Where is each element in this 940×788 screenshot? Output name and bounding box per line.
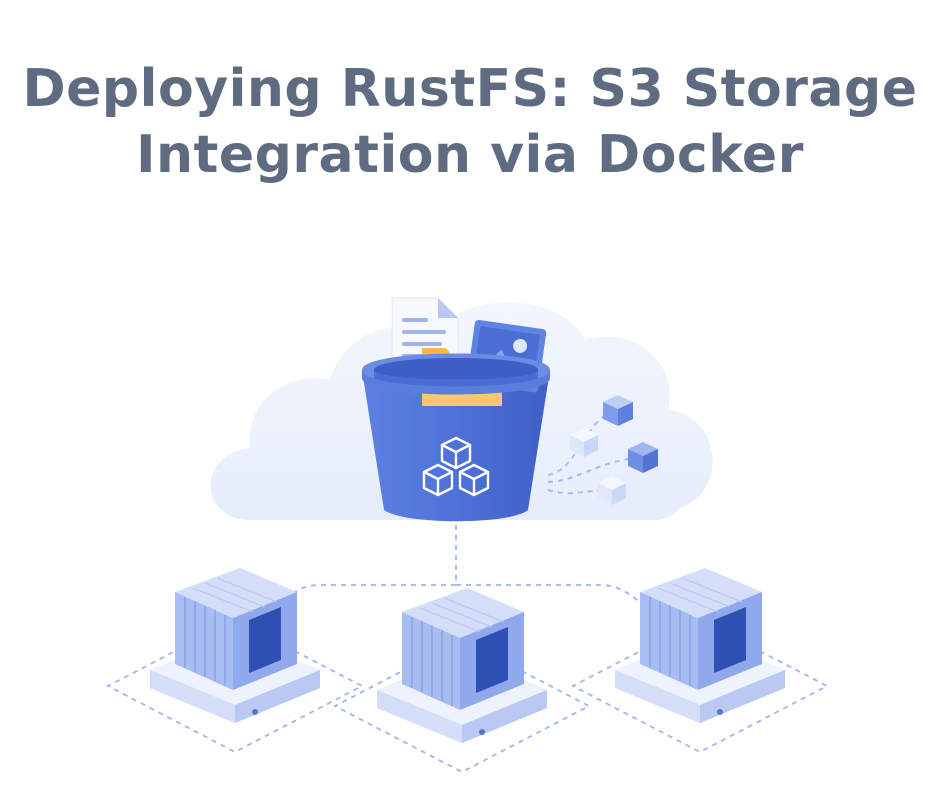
title-line-1: Deploying RustFS: S3 Storage xyxy=(22,59,918,119)
docker-container-icon xyxy=(615,568,785,723)
cube-icon xyxy=(598,476,626,505)
network-links xyxy=(106,525,829,774)
stacked-cubes-icon xyxy=(422,436,490,497)
docker-container-icon xyxy=(377,588,547,743)
cube-icon xyxy=(570,428,598,457)
cube-icon xyxy=(603,395,633,426)
page-title: Deploying RustFS: S3 Storage Integration… xyxy=(0,56,940,188)
storage-diagram xyxy=(106,297,829,774)
docker-container-icon xyxy=(150,568,320,723)
storage-bucket-icon xyxy=(362,297,550,522)
title-line-2: Integration via Docker xyxy=(136,125,804,185)
cube-icon xyxy=(628,442,658,473)
